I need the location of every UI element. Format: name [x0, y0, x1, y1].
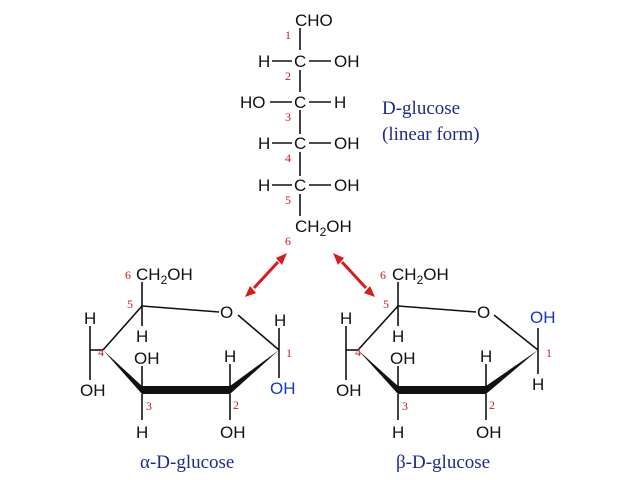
beta-num-5: 5 [383, 297, 389, 311]
linear-c5-right: OH [334, 176, 360, 195]
alpha-c2-h: H [224, 347, 236, 366]
alpha-bond-c4-c5 [102, 305, 143, 351]
left-double-arrow [245, 253, 287, 297]
linear-c2: C [294, 52, 306, 71]
linear-c2-left: H [258, 52, 270, 71]
beta-c4-h: H [340, 309, 352, 328]
alpha-wedge-c4-c3 [103, 350, 142, 394]
alpha-num-3: 3 [146, 399, 152, 413]
beta-ring-oxygen: O [477, 303, 490, 322]
linear-c3: C [294, 93, 306, 112]
beta-num-6: 6 [380, 268, 386, 282]
alpha-c1-oh: OH [270, 379, 296, 398]
alpha-num-1: 1 [286, 346, 292, 360]
linear-num-5: 5 [285, 193, 291, 207]
linear-num-6: 6 [285, 234, 291, 248]
alpha-glucose: CH2OH O H OH H OH OH H H OH H 1 2 3 4 5 … [80, 265, 296, 473]
linear-c2-right: OH [334, 52, 360, 71]
alpha-num-6: 6 [125, 268, 131, 282]
beta-c1-h: H [532, 375, 544, 394]
alpha-bond-c5-o [141, 305, 220, 313]
beta-glucose: CH2OH O OH H H OH OH H H OH H 1 2 3 4 5 … [336, 265, 556, 473]
alpha-c5-h: H [136, 327, 148, 346]
beta-c2-oh: OH [476, 423, 502, 442]
linear-c4-left: H [258, 134, 270, 153]
alpha-c1-h: H [274, 311, 286, 330]
linear-num-2: 2 [285, 69, 291, 83]
beta-wedge-c2-c1 [486, 350, 538, 394]
beta-num-3: 3 [402, 399, 408, 413]
beta-ch2oh: CH2OH [392, 265, 449, 287]
beta-wedge-c4-c3 [358, 350, 398, 394]
linear-ch2oh: CH2OH [295, 217, 352, 239]
beta-bond-c4-c5 [357, 305, 399, 351]
linear-num-4: 4 [285, 151, 291, 165]
linear-caption-line1: D-glucose [382, 98, 460, 119]
beta-bond-o-c1 [493, 314, 539, 351]
linear-c5: C [294, 176, 306, 195]
linear-num-1: 1 [285, 28, 291, 42]
alpha-c3-h: H [136, 423, 148, 442]
alpha-c2-oh: OH [220, 423, 246, 442]
alpha-c3-oh: OH [134, 349, 160, 368]
linear-c4: C [294, 134, 306, 153]
equilibrium-arrows [245, 253, 375, 297]
linear-glucose: CHO H C OH HO C H H C OH H C OH CH2OH 1 … [240, 11, 480, 248]
linear-c5-left: H [258, 176, 270, 195]
beta-num-2: 2 [489, 398, 495, 412]
alpha-bond-o-c1 [237, 314, 280, 351]
beta-c3-h: H [392, 423, 404, 442]
linear-num-3: 3 [285, 110, 291, 124]
alpha-num-5: 5 [127, 297, 133, 311]
right-double-arrow [333, 253, 375, 297]
beta-caption: β-D-glucose [396, 452, 490, 473]
linear-caption-line2: (linear form) [382, 124, 480, 145]
beta-c2-h: H [480, 347, 492, 366]
linear-c3-right: H [334, 93, 346, 112]
alpha-wedge-c3-c2 [142, 386, 230, 394]
beta-wedge-c3-c2 [398, 386, 486, 394]
linear-c3-left: HO [240, 93, 266, 112]
alpha-wedge-c2-c1 [230, 350, 279, 394]
alpha-ch2oh: CH2OH [136, 265, 193, 287]
alpha-c4-oh: OH [80, 381, 106, 400]
beta-num-1: 1 [546, 346, 552, 360]
alpha-num-4: 4 [98, 345, 104, 359]
alpha-num-2: 2 [233, 398, 239, 412]
alpha-ring-oxygen: O [220, 303, 233, 322]
linear-cho: CHO [295, 11, 333, 30]
alpha-c4-h: H [84, 309, 96, 328]
alpha-caption: α-D-glucose [140, 452, 234, 473]
linear-c4-right: OH [334, 134, 360, 153]
beta-c4-oh: OH [336, 381, 362, 400]
beta-c5-h: H [392, 327, 404, 346]
beta-c3-oh: OH [390, 349, 416, 368]
beta-c1-oh: OH [530, 308, 556, 327]
beta-num-4: 4 [355, 345, 361, 359]
beta-bond-c5-o [397, 305, 477, 313]
